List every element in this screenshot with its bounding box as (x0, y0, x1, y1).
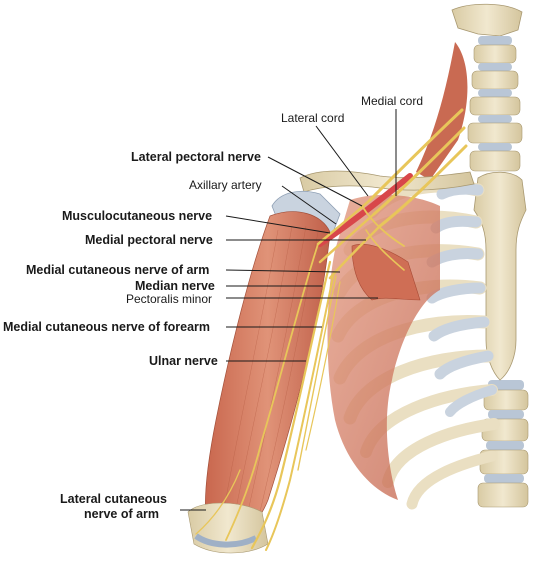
label-medial-cutaneous-nerve-of-arm: Medial cutaneous nerve of arm (26, 263, 210, 277)
label-musculocutaneous-nerve: Musculocutaneous nerve (62, 209, 213, 223)
label-pectoralis-minor: Pectoralis minor (126, 292, 213, 306)
label-medial-cutaneous-nerve-of-forearm: Medial cutaneous nerve of forearm (3, 320, 211, 334)
arm-muscles (205, 211, 331, 542)
label-lateral-cutaneous-nerve-of-arm-line1: Lateral cutaneous (60, 492, 167, 506)
label-median-nerve: Median nerve (135, 279, 215, 293)
label-lateral-cutaneous-nerve-of-arm-line2: nerve of arm (84, 507, 160, 521)
label-medial-cord: Medial cord (361, 94, 424, 108)
label-lateral-cord: Lateral cord (281, 111, 345, 125)
vertebral-column (451, 3, 529, 508)
label-ulnar-nerve: Ulnar nerve (149, 354, 218, 368)
label-lateral-pectoral-nerve: Lateral pectoral nerve (131, 150, 261, 164)
sternum (473, 171, 527, 381)
leader-lines (180, 109, 397, 511)
label-axillary-artery: Axillary artery (189, 178, 262, 192)
label-medial-pectoral-nerve: Medial pectoral nerve (85, 233, 213, 247)
neck-muscle (416, 42, 468, 180)
brachial-plexus-nerves (195, 108, 468, 551)
